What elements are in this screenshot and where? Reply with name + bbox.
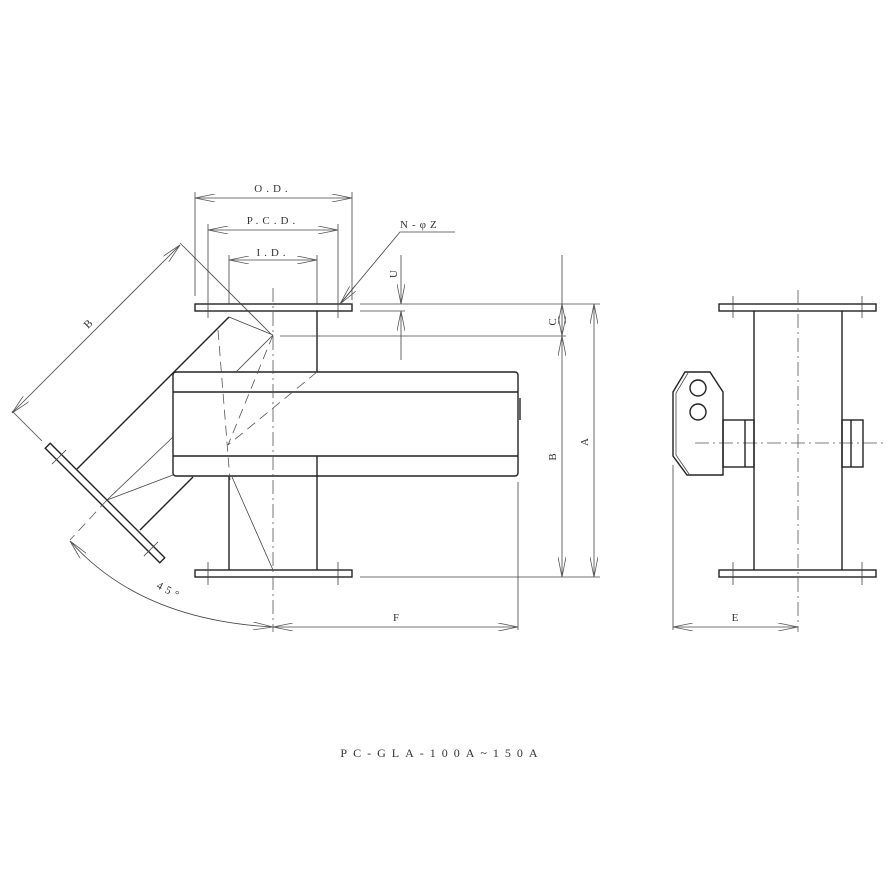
side-top-flange <box>718 303 877 312</box>
side-view: E <box>672 290 885 632</box>
right-stub <box>841 419 864 468</box>
hidden-line <box>217 329 231 481</box>
b-inclined-dimension-line <box>12 245 180 413</box>
front-view <box>44 288 521 632</box>
internal-line <box>106 436 174 501</box>
holes-leader-arrow <box>340 285 355 304</box>
branch-outer-wall <box>76 316 230 470</box>
angle-label: 45° <box>154 580 184 603</box>
top-flange <box>194 303 353 312</box>
motor-housing-edge <box>675 372 690 475</box>
dimensions: O.D. P.C.D. I.D. N-φZ U C B A B 45° <box>12 183 600 630</box>
a-label: A <box>579 434 591 446</box>
bottom-flange <box>194 569 353 578</box>
strainer-body <box>172 371 519 477</box>
extension-line <box>11 410 43 442</box>
internal-line <box>106 474 174 501</box>
holes-leader-line <box>339 231 455 305</box>
c-label: C <box>547 314 559 325</box>
angle-arc <box>70 541 273 627</box>
b-inclined-label: B <box>82 315 99 332</box>
left-stub <box>722 419 755 468</box>
branch-inner-wall <box>139 476 194 531</box>
port-circle-upper <box>689 379 707 397</box>
hidden-line <box>227 334 274 446</box>
id-label: I.D. <box>256 247 289 259</box>
side-bottom-flange <box>718 569 877 578</box>
internal-line <box>235 334 274 373</box>
e-label: E <box>732 612 743 624</box>
pcd-label: P.C.D. <box>247 215 299 227</box>
f-label: F <box>393 612 403 624</box>
hidden-line <box>227 371 318 446</box>
motor-housing <box>672 371 724 476</box>
bolt-hole-mark <box>51 449 67 465</box>
od-label: O.D. <box>254 183 291 195</box>
port-circle-lower <box>689 403 707 421</box>
drawing-title: PC-GLA-100A~150A <box>340 746 543 760</box>
holes-label: N-φZ <box>400 219 441 231</box>
internal-line <box>228 316 274 336</box>
inclined-flange <box>44 442 166 564</box>
u-label: U <box>388 266 400 278</box>
extension-line <box>179 242 272 335</box>
internal-line <box>231 476 274 571</box>
hidden-line <box>69 499 108 541</box>
b-vertical-label: B <box>547 449 559 460</box>
